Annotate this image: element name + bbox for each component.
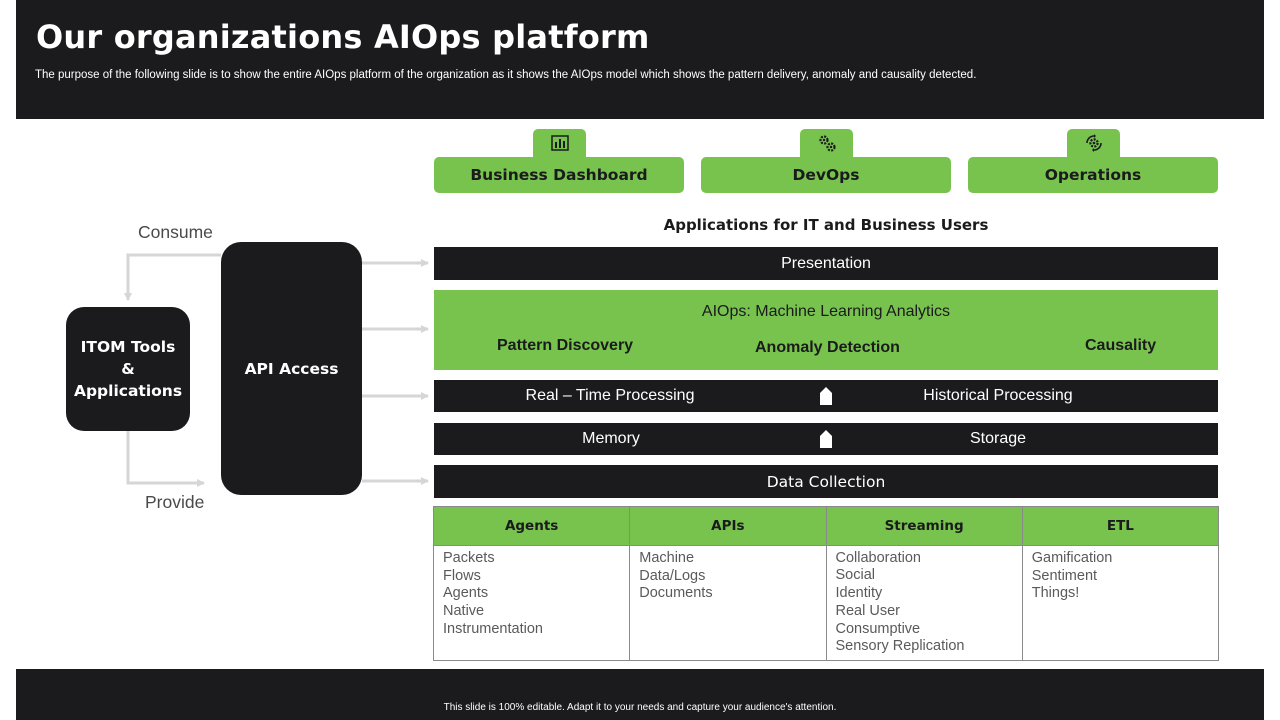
pattern-discovery-label: Pattern Discovery xyxy=(497,337,634,354)
page-subtitle: The purpose of the following slide is to… xyxy=(35,69,977,81)
causality-label: Causality xyxy=(1085,337,1157,354)
processing-bar: Real – Time Processing Historical Proces… xyxy=(434,380,1218,412)
storage-label: Storage xyxy=(969,430,1027,447)
column-body: Gamification Sentiment Things! xyxy=(1023,546,1218,607)
list-item: Collaboration xyxy=(835,549,921,566)
realtime-processing-label: Real – Time Processing xyxy=(525,387,695,404)
category-business-dashboard: Business Dashboard xyxy=(434,157,684,193)
table-column-streaming: Streaming Collaboration Social Identity … xyxy=(826,507,1023,660)
column-header: APIs xyxy=(630,507,826,546)
list-item: Data/Logs xyxy=(639,567,706,584)
column-body: Collaboration Social Identity Real User … xyxy=(827,546,1022,660)
historical-processing-label: Historical Processing xyxy=(923,387,1073,404)
ml-analytics-title: AIOps: Machine Learning Analytics xyxy=(701,303,951,320)
gears-icon xyxy=(818,135,836,152)
list-item: Real User xyxy=(835,602,900,619)
presentation-label: Presentation xyxy=(781,254,871,272)
column-body: Machine Data/Logs Documents xyxy=(630,546,825,607)
up-arrow-icon xyxy=(820,387,832,405)
list-item: Things! xyxy=(1031,585,1080,602)
list-item: Instrumentation xyxy=(443,620,543,637)
column-header: ETL xyxy=(1022,507,1218,546)
itom-line: ITOM Tools xyxy=(80,338,176,356)
list-item: Flows xyxy=(443,567,481,584)
consume-arrow xyxy=(124,253,221,301)
operations-gear-icon xyxy=(1085,134,1102,152)
list-item: Identity xyxy=(835,585,883,602)
tab-business-dashboard xyxy=(533,129,586,159)
memory-label: Memory xyxy=(582,430,640,447)
data-collection-label: Data Collection xyxy=(766,472,886,491)
provide-label: Provide xyxy=(145,492,205,512)
consume-label: Consume xyxy=(138,222,213,242)
itom-line: Applications xyxy=(73,382,183,400)
ml-analytics-block: AIOps: Machine Learning Analytics Patter… xyxy=(434,290,1218,370)
list-item: Sensory Replication xyxy=(835,638,965,655)
tab-devops xyxy=(800,129,853,159)
applications-heading: Applications for IT and Business Users xyxy=(663,216,989,234)
table-column-etl: ETL Gamification Sentiment Things! xyxy=(1022,507,1218,660)
tab-operations xyxy=(1067,129,1120,159)
table-column-agents: Agents Packets Flows Agents Native Instr… xyxy=(434,507,631,660)
list-item: Packets xyxy=(443,550,495,566)
api-access-box: API Access xyxy=(221,242,362,495)
column-header: Streaming xyxy=(826,507,1022,546)
provide-arrow xyxy=(126,431,205,487)
list-item: Consumptive xyxy=(835,620,921,637)
footer-text: This slide is 100% editable. Adapt it to… xyxy=(443,702,837,713)
up-arrow-icon xyxy=(820,430,832,448)
column-header: Agents xyxy=(434,507,630,546)
column-body: Packets Flows Agents Native Instrumentat… xyxy=(434,546,629,643)
list-item: Machine xyxy=(639,550,695,566)
anomaly-detection-label: Anomaly Detection xyxy=(755,339,900,356)
table-column-apis: APIs Machine Data/Logs Documents xyxy=(630,507,827,660)
itom-tools-box: ITOM Tools & Applications xyxy=(66,307,190,431)
list-item: Sentiment xyxy=(1031,567,1098,584)
list-item: Gamification xyxy=(1031,550,1113,566)
list-item: Social xyxy=(835,567,876,584)
data-sources-table: Agents Packets Flows Agents Native Instr… xyxy=(433,506,1219,661)
header-banner: Our organizations AIOps platform The pur… xyxy=(16,0,1264,119)
list-item: Agents xyxy=(443,585,489,602)
presentation-bar: Presentation xyxy=(434,247,1218,280)
category-operations: Operations xyxy=(968,157,1218,193)
itom-line: & xyxy=(121,360,135,378)
footer-banner: This slide is 100% editable. Adapt it to… xyxy=(16,669,1264,720)
list-item: Native xyxy=(443,603,485,620)
data-collection-bar: Data Collection xyxy=(434,465,1218,498)
api-access-label: API Access xyxy=(244,359,339,378)
bar-chart-icon xyxy=(550,135,569,151)
page-title: Our organizations AIOps platform xyxy=(36,18,650,56)
category-devops: DevOps xyxy=(701,157,951,193)
memory-storage-bar: Memory Storage xyxy=(434,423,1218,455)
list-item: Documents xyxy=(639,585,713,602)
